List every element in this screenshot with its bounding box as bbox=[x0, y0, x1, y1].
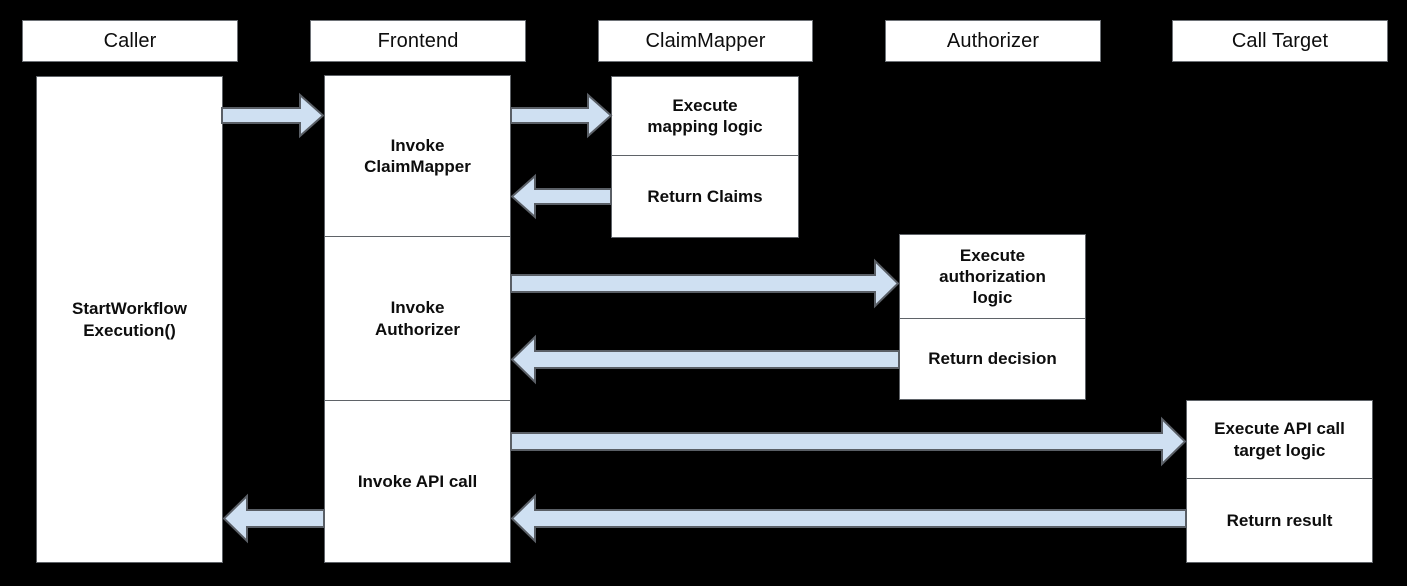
participant-label-authorizer: Authorizer bbox=[946, 30, 1040, 52]
message-arrow-calltarget-to-frontend[interactable] bbox=[510, 493, 1187, 544]
caller-start-line1: StartWorkflow bbox=[72, 299, 187, 319]
authorizer-execute-line2: authorization bbox=[939, 266, 1046, 286]
participant-header-claimmapper[interactable]: ClaimMapper bbox=[598, 20, 813, 62]
activation-frontend-invoke-claimmapper[interactable]: Invoke ClaimMapper bbox=[325, 76, 510, 237]
lifeline-caller: StartWorkflow Execution() bbox=[36, 76, 223, 563]
caller-start-line2: Execution() bbox=[83, 320, 176, 340]
claimmapper-return: Return Claims bbox=[647, 186, 763, 206]
authorizer-execute-line3: logic bbox=[972, 288, 1013, 308]
message-arrow-frontend-to-caller[interactable] bbox=[222, 493, 325, 544]
message-arrow-frontend-to-claimmapper[interactable] bbox=[510, 92, 613, 139]
frontend-invoke-authorizer-line2: Authorizer bbox=[375, 319, 460, 339]
lifeline-frontend: Invoke ClaimMapper Invoke Authorizer Inv… bbox=[324, 75, 511, 563]
activation-calltarget-execute-api-call-target-logic[interactable]: Execute API call target logic bbox=[1187, 401, 1372, 479]
authorizer-execute-line1: Execute bbox=[959, 245, 1026, 265]
participant-label-caller: Caller bbox=[103, 30, 157, 52]
activation-claimmapper-execute-mapping-logic[interactable]: Execute mapping logic bbox=[612, 77, 798, 156]
calltarget-execute-line2: target logic bbox=[1233, 440, 1326, 460]
participant-label-frontend: Frontend bbox=[377, 30, 459, 52]
activation-calltarget-return-result[interactable]: Return result bbox=[1187, 479, 1372, 562]
lifeline-authorizer: Execute authorization logic Return decis… bbox=[899, 234, 1086, 400]
participant-header-calltarget[interactable]: Call Target bbox=[1172, 20, 1388, 62]
message-arrow-frontend-to-authorizer[interactable] bbox=[510, 258, 900, 309]
frontend-invoke-authorizer-line1: Invoke bbox=[390, 298, 445, 318]
message-arrow-claimmapper-to-frontend[interactable] bbox=[510, 173, 612, 220]
participant-header-caller[interactable]: Caller bbox=[22, 20, 238, 62]
lifeline-claimmapper: Execute mapping logic Return Claims bbox=[611, 76, 799, 238]
frontend-invoke-api-call: Invoke API call bbox=[357, 471, 478, 491]
participant-label-claimmapper: ClaimMapper bbox=[645, 30, 766, 52]
authorizer-return: Return decision bbox=[928, 349, 1057, 369]
activation-caller-start-workflow[interactable]: StartWorkflow Execution() bbox=[37, 77, 222, 562]
activation-authorizer-return-decision[interactable]: Return decision bbox=[900, 319, 1085, 399]
frontend-invoke-claimmapper-line1: Invoke bbox=[390, 135, 445, 155]
message-arrow-caller-to-frontend[interactable] bbox=[221, 92, 325, 139]
participant-label-calltarget: Call Target bbox=[1231, 30, 1329, 52]
lifeline-calltarget: Execute API call target logic Return res… bbox=[1186, 400, 1373, 563]
activation-claimmapper-return-claims[interactable]: Return Claims bbox=[612, 156, 798, 237]
claimmapper-execute-line2: mapping logic bbox=[647, 117, 763, 136]
activation-frontend-invoke-api-call[interactable]: Invoke API call bbox=[325, 401, 510, 562]
claimmapper-execute-line1: Execute bbox=[672, 95, 738, 115]
calltarget-return: Return result bbox=[1226, 510, 1333, 530]
participant-header-frontend[interactable]: Frontend bbox=[310, 20, 526, 62]
message-arrow-authorizer-to-frontend[interactable] bbox=[510, 334, 900, 385]
calltarget-execute-line1: Execute API call bbox=[1214, 419, 1345, 439]
frontend-invoke-claimmapper-line2: ClaimMapper bbox=[364, 157, 471, 176]
activation-authorizer-execute-authorization-logic[interactable]: Execute authorization logic bbox=[900, 235, 1085, 319]
message-arrow-frontend-to-calltarget[interactable] bbox=[510, 416, 1187, 467]
activation-frontend-invoke-authorizer[interactable]: Invoke Authorizer bbox=[325, 237, 510, 401]
participant-header-authorizer[interactable]: Authorizer bbox=[885, 20, 1101, 62]
